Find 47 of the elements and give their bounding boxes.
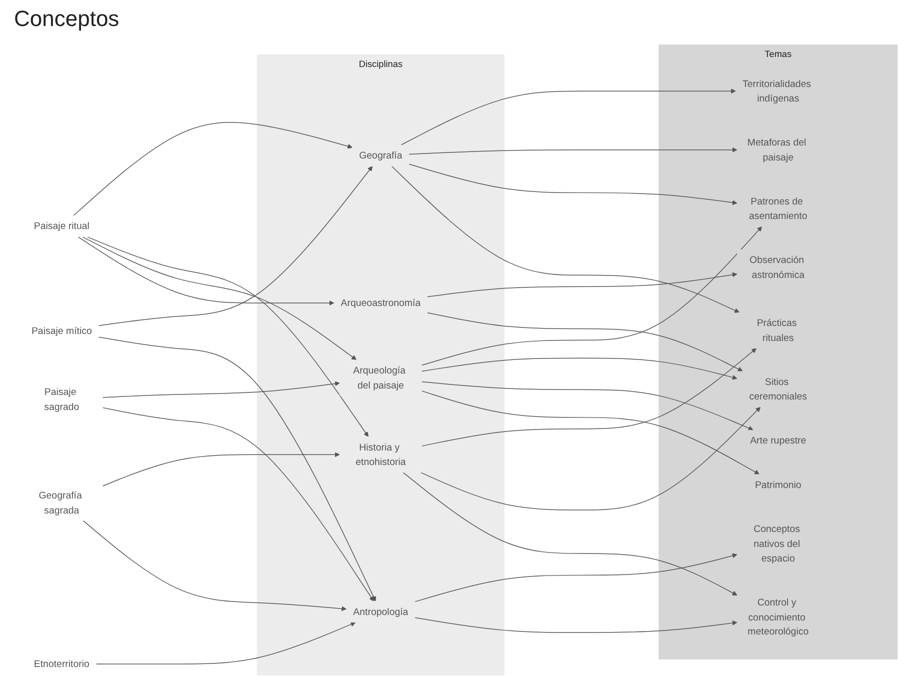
node-text: Conceptos nativos del espacio	[754, 524, 800, 564]
arrow	[401, 88, 736, 146]
node-text: Patrones de asentamiento	[749, 196, 808, 222]
arrow	[415, 553, 738, 602]
node-text: Paisaje mítico	[32, 325, 92, 336]
node-text: Control y conocimiento meteorológico	[748, 596, 809, 637]
node-text: Arte rupestre	[750, 435, 807, 446]
column-heading: Conceptos	[14, 6, 120, 31]
arrow	[422, 381, 754, 431]
arrow	[409, 147, 738, 155]
node-text: Patrimonio	[755, 479, 802, 490]
arrow	[422, 358, 738, 380]
node-text: Etnoterritorio	[34, 658, 90, 670]
node-text: Geografía	[360, 150, 403, 161]
node-text: Arqueoastronomía	[341, 297, 422, 308]
arrow	[415, 617, 738, 633]
arrow	[102, 407, 374, 602]
node-text: Arqueología del paisaje	[354, 364, 406, 390]
arrow	[427, 312, 744, 372]
arrow	[88, 236, 369, 437]
arrow	[403, 472, 738, 596]
node-text: Paisaje sagrado	[44, 386, 80, 412]
arrow	[422, 390, 760, 474]
arrow	[392, 166, 740, 313]
node-text: Prácticas rituales	[757, 318, 798, 343]
arrow	[78, 236, 335, 306]
arrow	[98, 336, 376, 602]
arrow	[96, 622, 356, 664]
node-text: Sitios ceremoniales	[750, 376, 808, 402]
node-text: Geografía sagrada	[39, 490, 82, 516]
arrow	[82, 236, 357, 360]
arrow	[102, 381, 340, 398]
arrow	[427, 272, 738, 298]
arrow	[409, 164, 738, 206]
arrow	[422, 226, 762, 366]
arrow	[420, 406, 761, 510]
node-text: Territorialidades indígenas	[742, 78, 812, 104]
node-text: Metaforas del paisaje	[748, 137, 807, 162]
node-text: Antropología	[354, 606, 409, 618]
node-text: Historia y etnohistoria	[356, 442, 406, 468]
arrow	[422, 348, 757, 446]
arrow	[74, 122, 353, 216]
node-text: Paisaje ritual	[34, 220, 90, 232]
arrow	[102, 452, 340, 486]
arrow	[83, 520, 347, 612]
node-text: Observación astronómica	[750, 254, 805, 280]
arrow	[98, 166, 373, 326]
